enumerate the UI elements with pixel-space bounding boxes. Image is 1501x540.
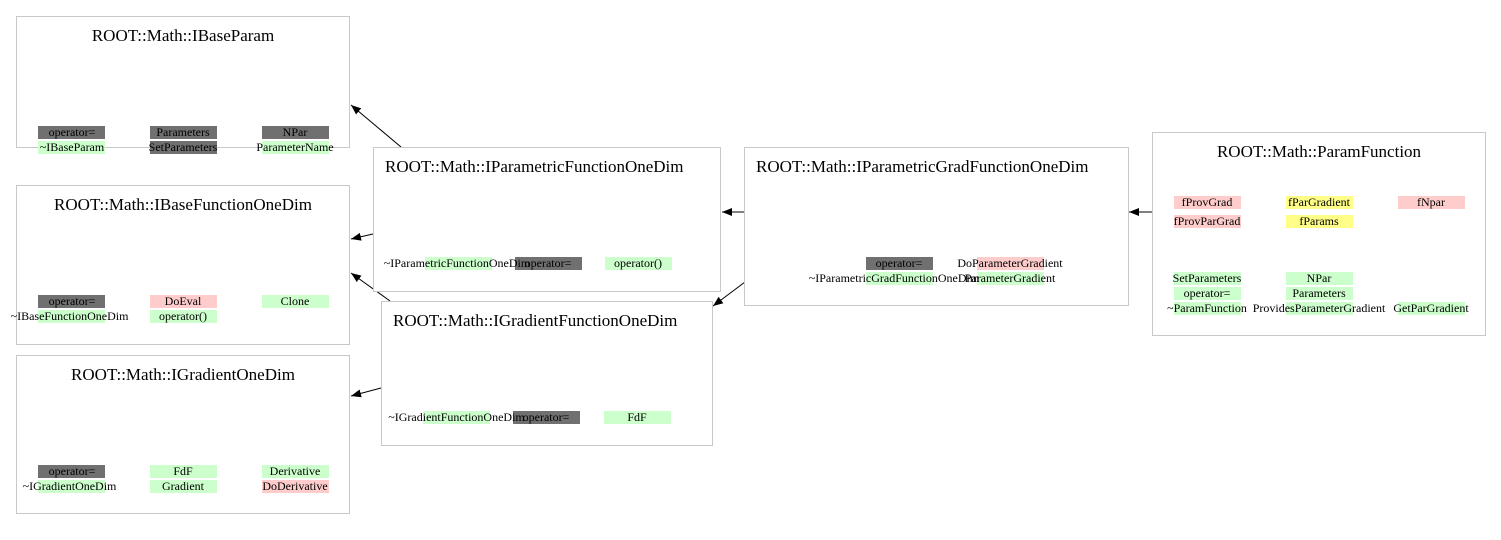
method-label: operator= (522, 410, 570, 424)
class-node-paramfunction: ROOT::Math::ParamFunction fProvGrad fPro… (1152, 132, 1486, 336)
class-title: ROOT::Math::ParamFunction (1216, 142, 1422, 161)
method-cell (262, 141, 329, 154)
class-title: ROOT::Math::IGradientOneDim (71, 365, 295, 384)
method-label: ParameterGradient (964, 271, 1056, 285)
method-label: DoDerivative (262, 479, 328, 493)
method-cell (262, 295, 329, 308)
method-label: ~IParametricFunctionOneDim (383, 256, 531, 270)
member-label: fParams (1299, 214, 1339, 228)
method-cell (38, 295, 105, 308)
method-cell (150, 465, 217, 478)
arrow-iparametricfunctiononedim-to-ibasefunctiononedim (350, 232, 374, 241)
method-cell (38, 310, 105, 323)
method-cell (1286, 272, 1353, 285)
method-cell (38, 465, 105, 478)
member-cell (1286, 196, 1353, 209)
method-label: ~ParamFunction (1167, 301, 1247, 315)
member-cell (1174, 196, 1241, 209)
method-label: ParameterName (256, 140, 334, 154)
method-label: operator= (1183, 286, 1231, 300)
member-cell (1286, 215, 1353, 228)
method-cell (423, 411, 490, 424)
method-label: operator= (48, 464, 96, 478)
method-label: SetParameters (148, 140, 218, 154)
method-cell (1286, 302, 1353, 315)
arrow-igradientfunctiononedim-to-ibasefunctiononedim (350, 272, 391, 302)
method-label: FdF (627, 410, 647, 424)
method-label: GetParGradient (1393, 301, 1469, 315)
method-label: operator= (875, 256, 923, 270)
method-cell (262, 480, 329, 493)
class-title: ROOT::Math::IBaseFunctionOneDim (54, 195, 312, 214)
class-node-igradientonedim: ROOT::Math::IGradientOneDim operator= ~I… (16, 355, 350, 514)
member-cell (1174, 215, 1241, 228)
method-cell (513, 411, 580, 424)
member-label: fParGradient (1288, 195, 1350, 209)
method-cell (425, 257, 492, 270)
method-cell (38, 141, 105, 154)
method-cell (1286, 287, 1353, 300)
method-cell (866, 257, 933, 270)
method-cell (262, 126, 329, 139)
method-cell (150, 295, 217, 308)
method-label: FdF (173, 464, 193, 478)
method-label: Parameters (1292, 286, 1346, 300)
method-cell (1174, 302, 1241, 315)
method-cell (605, 257, 672, 270)
method-label: ~IBaseFunctionOneDim (10, 309, 129, 323)
method-cell (515, 257, 582, 270)
method-cell (150, 141, 217, 154)
method-label: NPar (282, 125, 308, 139)
method-cell (38, 126, 105, 139)
class-node-iparametricfunctiononedim: ROOT::Math::IParametricFunctionOneDim ~I… (373, 147, 721, 292)
class-title: ROOT::Math::IParametricGradFunctionOneDi… (756, 157, 1089, 176)
arrow-iparametricfunctiononedim-to-ibaseparam (350, 104, 402, 148)
method-label: ~IBaseParam (39, 140, 105, 154)
method-cell (1398, 302, 1465, 315)
member-label: fProvGrad (1181, 195, 1233, 209)
method-cell (977, 272, 1044, 285)
class-node-igradientfunctiononedim: ROOT::Math::IGradientFunctionOneDim ~IGr… (381, 301, 713, 446)
member-cell (1398, 196, 1465, 209)
method-cell (866, 272, 933, 285)
method-cell (150, 126, 217, 139)
method-label: Derivative (269, 464, 321, 478)
class-node-iparametricgradfunctiononedim: ROOT::Math::IParametricGradFunctionOneDi… (744, 147, 1129, 306)
method-label: DoEval (164, 294, 202, 308)
method-label: Parameters (156, 125, 210, 139)
method-label: ~IParametricGradFunctionOneDim (808, 271, 980, 285)
method-cell (1174, 272, 1241, 285)
method-cell (38, 480, 105, 493)
class-title: ROOT::Math::IBaseParam (91, 26, 275, 45)
method-label: operator= (524, 256, 572, 270)
arrow-iparametricgradfunctiononedim-to-igradientfunctiononedim (712, 281, 746, 307)
class-node-ibasefunctiononedim: ROOT::Math::IBaseFunctionOneDim operator… (11, 185, 350, 345)
method-cell (150, 480, 217, 493)
method-label: Clone (280, 294, 310, 308)
method-label: NPar (1306, 271, 1332, 285)
method-label: operator() (614, 256, 662, 270)
method-label: operator() (159, 309, 207, 323)
arrow-igradientfunctiononedim-to-igradientonedim (350, 387, 382, 398)
method-cell (977, 257, 1044, 270)
method-label: ProvidesParameterGradient (1252, 301, 1386, 315)
class-title: ROOT::Math::IGradientFunctionOneDim (393, 311, 678, 330)
class-title: ROOT::Math::IParametricFunctionOneDim (385, 157, 684, 176)
method-label: Gradient (162, 479, 204, 493)
member-label: fProvParGrad (1173, 214, 1241, 228)
method-label: ~IGradientFunctionOneDim (388, 410, 525, 424)
method-label: DoParameterGradient (957, 256, 1063, 270)
method-cell (150, 310, 217, 323)
method-label: operator= (48, 125, 96, 139)
method-cell (1174, 287, 1241, 300)
method-label: SetParameters (1172, 271, 1242, 285)
class-node-ibaseparam: ROOT::Math::IBaseParam operator= ~IBaseP… (16, 16, 350, 154)
method-label: ~IGradientOneDim (22, 479, 117, 493)
member-label: fNpar (1417, 195, 1445, 209)
method-label: operator= (48, 294, 96, 308)
method-cell (262, 465, 329, 478)
method-cell (604, 411, 671, 424)
